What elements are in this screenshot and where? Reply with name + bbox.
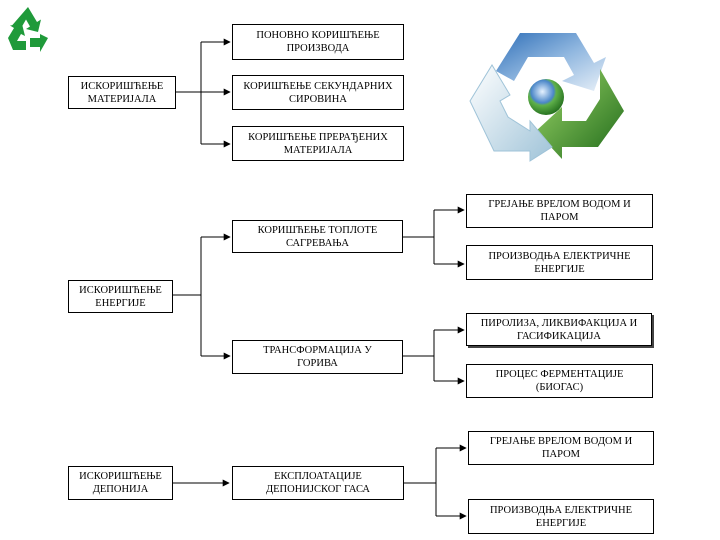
target-box-pyrolysis: ПИРОЛИЗА, ЛИКВИФАКЦИЈА И ГАСИФИКАЦИЈА [466,313,652,346]
target-box-secondary-raw-materials: КОРИШЋЕЊЕ СЕКУНДАРНИХ СИРОВИНА [232,75,404,110]
branch-box-fuel-transformation: ТРАНСФОРМАЦИЈА У ГОРИВА [232,340,403,374]
branch-box-landfill-gas: ЕКСПЛОАТАЦИЈЕ ДЕПОНИЈСКОГ ГАСА [232,466,404,500]
source-box-energy: ИСКОРИШЋЕЊЕ ЕНЕРГИЈЕ [68,280,173,313]
recycle-nature-emblem [469,33,624,162]
recycle-icon [8,7,48,52]
target-box-processed-materials: КОРИШЋЕЊЕ ПРЕРАЂЕНИХ МАТЕРИЈАЛА [232,126,404,161]
target-box-hot-water-steam-heating: ГРЕЈАЊЕ ВРЕЛОМ ВОДОМ И ПАРОМ [466,194,653,228]
target-box-product-reuse: ПОНОВНО КОРИШЋЕЊЕ ПРОИЗВОДА [232,24,404,60]
branch-box-combustion-heat: КОРИШЋЕЊЕ ТОПЛОТЕ САГРЕВАЊА [232,220,403,253]
target-box-hot-water-steam-heating-2: ГРЕЈАЊЕ ВРЕЛОМ ВОДОМ И ПАРОМ [468,431,654,465]
target-box-fermentation-biogas: ПРОЦЕС ФЕРМЕНТАЦИЈЕ (БИОГАС) [466,364,653,398]
source-box-landfill: ИСКОРИШЋЕЊЕ ДЕПОНИЈА [68,466,173,500]
source-box-materials: ИСКОРИШЋЕЊЕ МАТЕРИЈАЛА [68,76,176,109]
target-box-electricity-production-2: ПРОИЗВОДЊА ЕЛЕКТРИЧНЕ ЕНЕРГИЈЕ [468,499,654,534]
target-box-electricity-production: ПРОИЗВОДЊА ЕЛЕКТРИЧНЕ ЕНЕРГИЈЕ [466,245,653,280]
